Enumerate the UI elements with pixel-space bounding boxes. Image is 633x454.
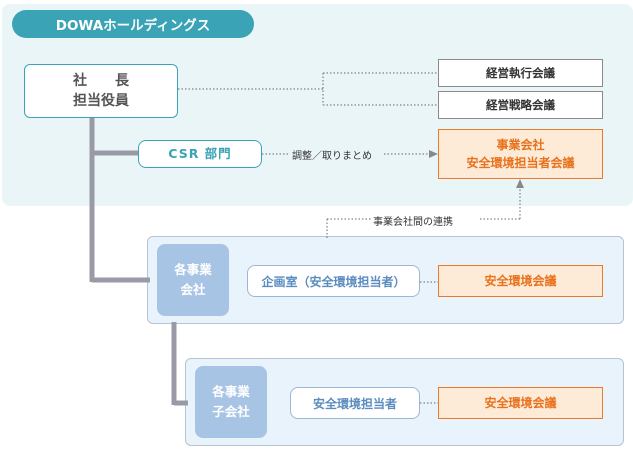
csr-department-label: CSR 部門 <box>168 146 232 161</box>
group-committee-line1: 事業会社 <box>496 138 545 152</box>
strategy-committee-box: 経営戦略会議 <box>438 91 603 119</box>
arrow-to-group-committee <box>429 150 438 158</box>
subsidiary-officer-label: 安全環境担当者 <box>312 396 397 411</box>
company-safety-meeting-label: 安全環境会議 <box>484 274 557 288</box>
subsidiaries-line1: 各事業 <box>212 384 250 399</box>
subsidiary-safety-meeting-box: 安全環境会議 <box>438 387 603 419</box>
hierarchy-connector <box>89 118 188 406</box>
company-header: DOWAホールディングス <box>12 10 254 38</box>
group-safety-committee-box: 事業会社 安全環境担当者会議 <box>438 129 603 179</box>
executive-committee-label: 経営執行会議 <box>486 66 555 80</box>
operating-companies-line1: 各事業 <box>174 262 212 277</box>
subsidiaries-line2: 子会社 <box>212 404 250 419</box>
subsidiary-officer-box: 安全環境担当者 <box>290 387 420 419</box>
operating-companies-line2: 会社 <box>180 282 206 297</box>
dotted-connectors <box>178 72 521 404</box>
coordination-label: 調整／取りまとめ <box>292 151 372 162</box>
subsidiaries-box: 各事業 子会社 <box>195 366 267 438</box>
arrow-up-to-group-committee <box>516 179 524 188</box>
group-committee-line2: 安全環境担当者会議 <box>466 156 575 170</box>
planning-office-label: 企画室（安全環境担当者） <box>261 274 406 289</box>
planning-office-box: 企画室（安全環境担当者） <box>247 265 420 297</box>
subsidiary-safety-meeting-label: 安全環境会議 <box>484 396 557 410</box>
operating-companies-box: 各事業 会社 <box>157 244 229 316</box>
strategy-committee-label: 経営戦略会議 <box>486 98 555 112</box>
csr-department-box: CSR 部門 <box>138 140 262 168</box>
officer-title: 担当役員 <box>73 93 129 109</box>
inter-company-label: 事業会社間の連携 <box>373 217 453 228</box>
president-title: 社 長 <box>73 73 129 89</box>
executive-committee-box: 経営執行会議 <box>438 59 603 87</box>
president-box: 社 長 担当役員 <box>24 64 178 118</box>
company-safety-meeting-box: 安全環境会議 <box>438 265 603 297</box>
